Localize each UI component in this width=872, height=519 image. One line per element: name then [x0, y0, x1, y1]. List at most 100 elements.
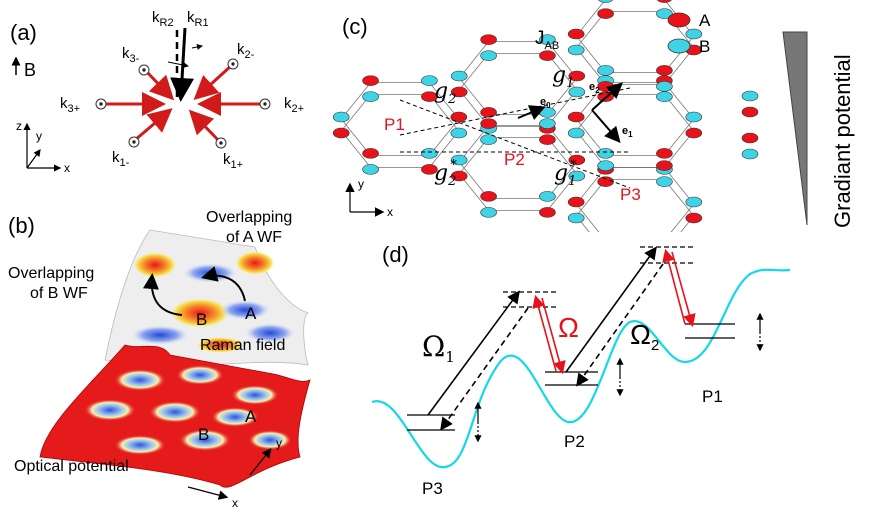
- gradient-potential-label: Gradiant potential: [830, 54, 855, 228]
- beam-arrows: [103, 63, 263, 144]
- site-a-raman: A: [245, 304, 257, 323]
- site-b-orbital: [421, 75, 438, 86]
- site-b-orbital: [480, 207, 497, 218]
- panel-d-tag: (d): [382, 242, 409, 267]
- panel-b-axes: [187, 448, 272, 500]
- e1-label: e1: [622, 125, 633, 139]
- beam-labels: kR2 kR1 k3- k2- k3+ k2+ k1- k1+: [60, 9, 304, 171]
- svg-text:k3-: k3-: [122, 45, 140, 65]
- site-a-orbital: [362, 75, 379, 86]
- svg-text:k1-: k1-: [112, 149, 130, 169]
- site-a-orbital: [539, 50, 556, 61]
- site-b-orbital: [567, 44, 585, 56]
- raman-field-label: Raman field: [200, 337, 285, 354]
- site-b-orbital: [567, 212, 585, 224]
- axis-y-label: y: [358, 177, 364, 191]
- site-a-orbital: [741, 106, 759, 118]
- well-p1-label: P1: [702, 387, 723, 406]
- overlap-a-label: Overlapping of A WF: [206, 209, 297, 246]
- axis-x-label: x: [387, 205, 393, 219]
- site-b-orbital: [421, 148, 438, 159]
- axis-z-label: z: [16, 119, 22, 133]
- site-a-orbital: [539, 207, 556, 218]
- optical-potential-label: Optical potential: [14, 458, 129, 475]
- site-a-orbital: [421, 91, 438, 102]
- site-a-orbital: [480, 191, 497, 202]
- site-p1-label: P1: [384, 115, 405, 134]
- well-p3-label: P3: [422, 479, 443, 498]
- panel-c-honeycomb-lattice: (c) JAB g2 g1 g2* g1* P1 P2 P3 e0 e1 e2 …: [332, 0, 759, 232]
- beam-k1minus: [134, 108, 173, 142]
- panel-a-axes: [23, 122, 62, 172]
- axis-y-label: y: [36, 129, 42, 143]
- site-a-orbital: [597, 81, 614, 92]
- site-a-orbital: [539, 134, 556, 145]
- site-a-orbital: [332, 127, 350, 139]
- site-a-orbital: [656, 65, 673, 76]
- axis-x-label: x: [232, 496, 238, 510]
- axis-y-label: y: [276, 436, 282, 450]
- site-b-orbital: [656, 91, 673, 102]
- panel-c-tag: (c): [342, 14, 368, 39]
- g1-label: g1: [552, 63, 574, 91]
- panel-a-beam-configuration: (a) B kR2 kR1 k3- k2- k3+ k2+ k1- k1+: [10, 9, 304, 175]
- site-b-orbital: [539, 118, 556, 129]
- panel-c-axes: [345, 182, 385, 217]
- site-b-orbital: [450, 127, 468, 139]
- well-p2-label: P2: [564, 432, 585, 451]
- site-b-orbital: [685, 196, 703, 208]
- svg-text:k1+: k1+: [223, 151, 243, 171]
- site-b-orbital: [539, 34, 556, 45]
- overlap-b-label: Overlapping of B WF: [8, 265, 99, 302]
- beam-k3minus: [143, 68, 175, 101]
- beam-k2minus: [193, 63, 234, 101]
- omega2-label: Ω2: [630, 319, 659, 354]
- svg-text:kR2: kR2: [152, 9, 174, 29]
- raman-beam-kr1: [170, 27, 195, 102]
- site-a-optical: A: [245, 407, 257, 426]
- beam-k1plus: [188, 109, 222, 144]
- site-b-orbital: [539, 191, 556, 202]
- panel-a-tag: (a): [10, 20, 37, 45]
- overlap-arrow-b: [142, 273, 183, 316]
- level-shift-arrows: [474, 312, 764, 443]
- e0-label: e0: [540, 96, 551, 110]
- site-a-orbital: [567, 28, 585, 40]
- site-b-orbital: [362, 91, 379, 102]
- site-a-orbital: [480, 118, 497, 129]
- site-b-orbital: [598, 0, 614, 3]
- site-a-orbital: [741, 132, 759, 144]
- svg-text:kR1: kR1: [187, 9, 209, 29]
- tilted-potential-curve: [371, 268, 791, 469]
- axis-x-label: x: [64, 161, 70, 175]
- site-a-orbital: [685, 212, 703, 224]
- field-b-label: B: [24, 60, 36, 80]
- magnetic-field-indicator: B: [11, 56, 36, 80]
- site-b-orbital: [656, 81, 673, 92]
- legend-a-label: A: [699, 11, 711, 30]
- sublattice-legend: A B: [667, 11, 711, 56]
- site-p2-label: P2: [504, 150, 525, 169]
- e2-label: e2: [589, 81, 600, 95]
- site-b-orbital: [741, 148, 759, 160]
- site-b-orbital: [450, 70, 468, 82]
- site-a-orbital: [685, 127, 703, 139]
- site-a-orbital: [656, 0, 672, 3]
- site-a-orbital: [656, 160, 673, 171]
- site-b-orbital: [332, 111, 350, 123]
- overlap-arrow-a: [201, 266, 246, 302]
- g2-label: g2: [434, 79, 456, 107]
- site-b-orbital: [480, 134, 497, 145]
- site-b-orbital: [656, 8, 673, 19]
- site-b-orbital: [480, 50, 497, 61]
- site-a-orbital: [421, 164, 438, 175]
- gradient-potential-wedge: Gradiant potential: [782, 31, 855, 228]
- site-b-orbital: [597, 148, 614, 159]
- optical-potential-surface: [39, 344, 311, 488]
- site-b-orbital: [567, 127, 585, 139]
- site-a-orbital: [597, 8, 614, 19]
- site-b-optical: B: [198, 425, 209, 444]
- site-a-orbital: [480, 107, 497, 118]
- site-a-orbital: [656, 148, 673, 159]
- raman-field-surface: [104, 229, 309, 366]
